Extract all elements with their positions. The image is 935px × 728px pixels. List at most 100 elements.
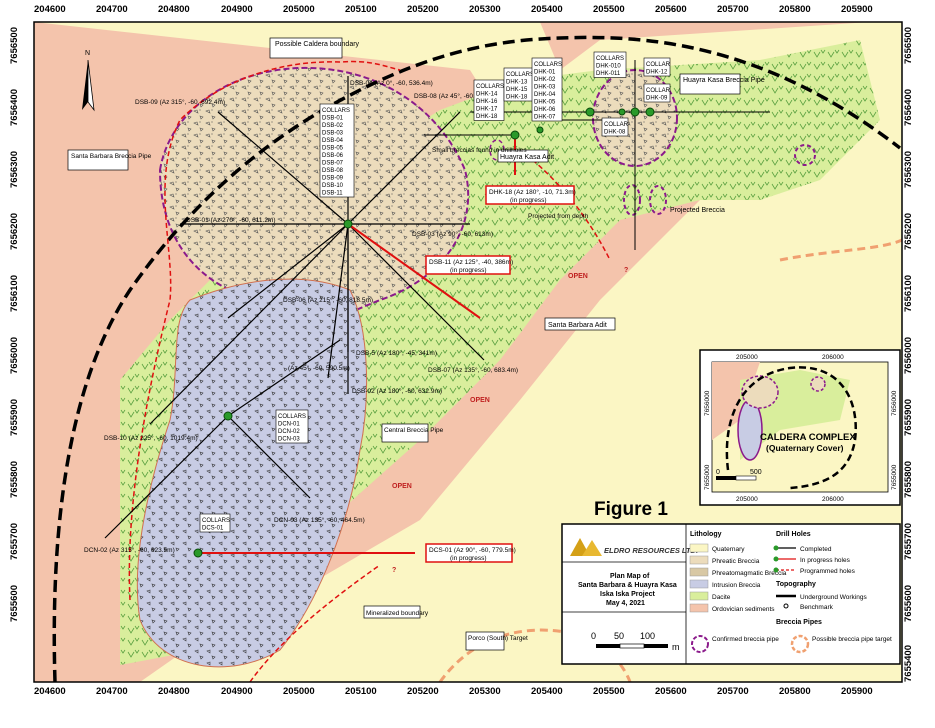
x-tick: 204700 (96, 686, 128, 697)
collar-label: COLLAR (646, 62, 671, 68)
x-tick: 204700 (96, 4, 128, 15)
collar-label: COLLARS (476, 84, 504, 90)
collar-label: COLLARS (278, 414, 306, 420)
y-tick: 7656000 (903, 337, 914, 374)
x-tick: 204800 (158, 4, 190, 15)
plan-date: May 4, 2021 (606, 600, 645, 607)
collar-label: DHK-010 (596, 64, 621, 70)
collar-label: DHK-08 (604, 130, 626, 136)
y-tick: 7656100 (903, 275, 914, 312)
collar-label: DSB-03 (322, 131, 344, 137)
x-tick: 205000 (283, 4, 315, 15)
x-tick: 204600 (34, 686, 66, 697)
collar-box-dhk_b (503, 67, 535, 102)
y-tick: 7656500 (9, 27, 20, 64)
x-tick: 205900 (841, 4, 873, 15)
y-tick: 7656200 (903, 213, 914, 250)
inset-scale-0: 0 (716, 469, 720, 476)
dhk18-label: DHK-18 (Az 180°, -10, 71.3m) (489, 188, 576, 196)
dcs01-box (425, 543, 513, 563)
y-tick: 7655900 (9, 399, 20, 436)
dcs01-status: (in progress) (450, 555, 486, 562)
y-tick: 7655700 (903, 523, 914, 560)
collar-label: DHK-011 (596, 71, 621, 77)
collar-label: DSB-02 (322, 123, 344, 129)
x-tick: 205700 (717, 686, 749, 697)
dsb09-label: DSB-09 (Az 315°, -60, 692.4m) (135, 98, 225, 106)
porco-label-box (465, 631, 505, 651)
dsb05-label: DSB-5 (Az 180°, -45, 341m) (356, 349, 437, 357)
y-tick: 7655900 (903, 399, 914, 436)
collar-label: DSB-07 (322, 161, 344, 167)
collar-label: DCN-01 (278, 422, 300, 428)
dcn-drill-traces (104, 339, 341, 539)
mineralized-label-box (363, 605, 421, 619)
collar-label: DHK-17 (476, 107, 498, 113)
x-tick: 205000 (283, 686, 315, 697)
dcn03-label: DCN-03 (Az 135°, -60, 464.5m) (274, 516, 365, 524)
plan-line2: Santa Barbara & Huayra Kasa (578, 582, 677, 589)
inset-y-tick: 7655000 (891, 464, 898, 490)
inset-subtitle: (Quaternary Cover) (766, 443, 844, 453)
inset-scale-500: 500 (750, 469, 762, 476)
inset-y-tick: 7655000 (704, 464, 711, 490)
lith-quaternary: Quaternary (712, 546, 745, 553)
dsb-drill-traces (149, 76, 485, 425)
question-label-1: ? (624, 267, 628, 274)
central-pipe-outline (136, 278, 368, 668)
dcs01-label: DCS-01 (Az 90°, -60, 779.5m) (429, 546, 516, 554)
dsb11-label: DSB-11 (Az 125°, -40, 386m) (429, 258, 513, 266)
plan-title: Plan Map of (610, 573, 650, 580)
map-border (33, 21, 903, 683)
collar-label: DHK-13 (506, 80, 528, 86)
x-tick: 205900 (841, 686, 873, 697)
x-axis-top: 204600 204700 204800 204900 205000 20510… (34, 4, 873, 15)
x-tick: 205100 (345, 4, 377, 15)
projected-breccia-1 (623, 184, 641, 216)
collar-label: DSB-11 (322, 191, 343, 197)
lith-phreatomagmatic: Phreatomagmatic Breccia (712, 570, 787, 577)
y-tick: 7656300 (903, 151, 914, 188)
y-tick: 7655600 (903, 585, 914, 622)
x-tick: 204600 (34, 4, 66, 15)
figure-label: Figure 1 (594, 499, 668, 520)
dhk18-box (485, 185, 575, 205)
collar-label: DCN-02 (278, 429, 300, 435)
central-pipe-label-box (381, 423, 429, 443)
lith-sediments: Ordovician sediments (712, 606, 775, 613)
topo-benchmark: Benchmark (800, 604, 834, 611)
collar-boxes: COLLARSDSB-01DSB-02DSB-03DSB-04DSB-05DSB… (199, 51, 671, 533)
scale-0: 0 (591, 631, 596, 641)
y-tick: 7656100 (9, 275, 20, 312)
inset-x-tick: 205000 (736, 354, 758, 361)
collar-label: DHK-18 (476, 114, 498, 120)
collar-label: DSB-08 (322, 168, 344, 174)
x-tick: 205800 (779, 4, 811, 15)
open-label-3: OPEN (392, 483, 412, 490)
dsb01-label: DSB-01 (Az 270°, -60, 611.2m) (186, 216, 276, 224)
collar-label: COLLARS (202, 518, 230, 524)
projected-breccia-label: Projected Breccia (670, 207, 725, 214)
scale-100: 100 (640, 631, 655, 641)
sb-adit-label: Santa Barbara Adit (548, 322, 607, 329)
y-tick: 7656200 (9, 213, 20, 250)
inset-x-tick: 205000 (736, 496, 758, 503)
lith-dacite: Dacite (712, 594, 731, 601)
collar-label: DHK-01 (534, 70, 556, 76)
collar-label: DHK-18 (506, 95, 528, 101)
drill-title: Drill Holes (776, 531, 811, 538)
collar-box-dsb (319, 103, 355, 198)
collar-box-dcn (275, 409, 309, 444)
collar-box-dhk_f (643, 83, 671, 103)
north-label: N (85, 50, 90, 57)
hk-pipe-label: Huayra Kasa Breccia Pipe (683, 77, 765, 84)
x-tick: 205300 (469, 4, 501, 15)
collar-label: DSB-01 (322, 116, 344, 122)
collar-label: DHK-16 (476, 99, 498, 105)
dsb11-status: (in progress) (450, 267, 486, 274)
collar-label: COLLARS (322, 108, 350, 114)
collar-label: DHK-12 (646, 70, 668, 76)
collar-markers (193, 107, 655, 558)
dsb11-trace (347, 223, 481, 319)
inset-map: CALDERA COMPLEX (Quaternary Cover) 20500… (699, 349, 901, 506)
